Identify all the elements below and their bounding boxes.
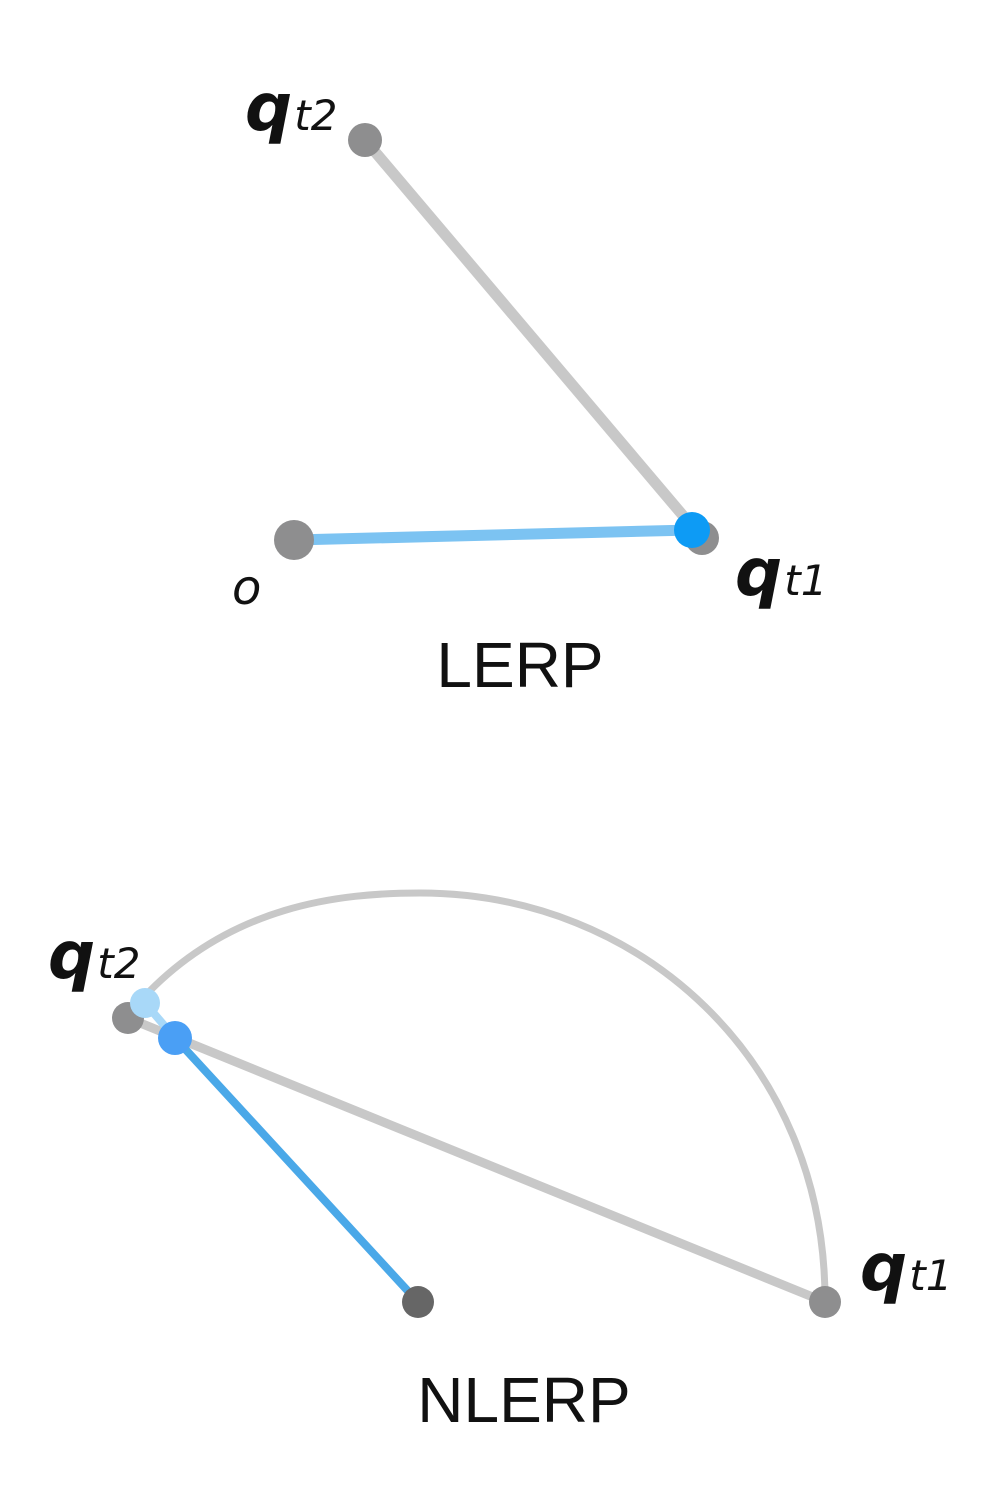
nlerp-origin-point — [402, 1286, 434, 1318]
nlerp-panel: qt2 qt1 NLERP — [48, 889, 952, 1436]
nlerp-q-t1-label: qt1 — [860, 1229, 952, 1306]
lerp-q-t1-label: qt1 — [735, 534, 827, 611]
nlerp-q-t2-label: qt2 — [48, 917, 140, 994]
lerp-q-t2-label: qt2 — [245, 69, 337, 146]
nlerp-normalized-point — [130, 988, 160, 1018]
lerp-origin-point — [274, 520, 314, 560]
nlerp-chord-line — [123, 1013, 830, 1307]
lerp-interpolated-point — [674, 512, 710, 548]
lerp-chord-line — [359, 134, 708, 544]
nlerp-arc-path — [140, 889, 829, 1301]
lerp-origin-label: o — [232, 560, 261, 616]
lerp-q-t2-point — [348, 123, 382, 157]
nlerp-caption: NLERP — [417, 1364, 630, 1436]
lerp-panel: qt2 qt1 o LERP — [232, 69, 827, 701]
nlerp-q-t1-point — [809, 1286, 841, 1318]
lerp-interpolated-vector — [288, 524, 698, 546]
nlerp-interpolated-vector — [171, 1034, 422, 1306]
nlerp-interpolated-point — [158, 1021, 192, 1055]
lerp-caption: LERP — [436, 629, 603, 701]
